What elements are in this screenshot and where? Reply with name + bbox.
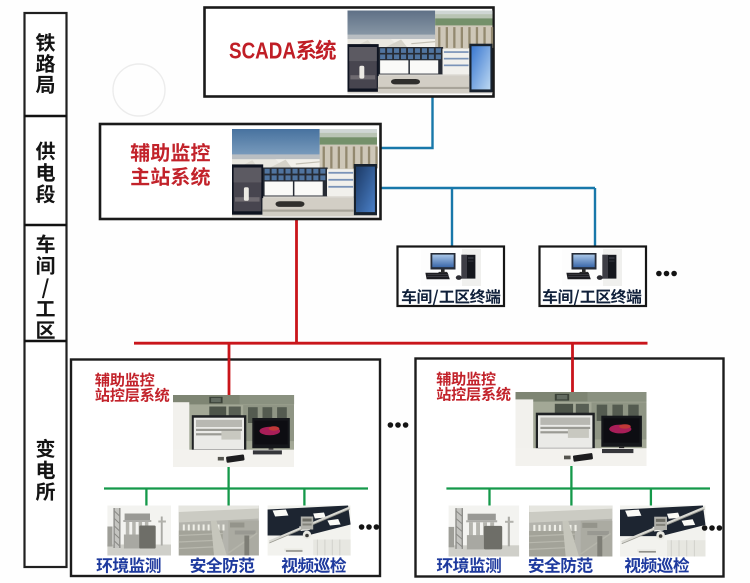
svg-text:SCADA: SCADA (229, 37, 296, 63)
